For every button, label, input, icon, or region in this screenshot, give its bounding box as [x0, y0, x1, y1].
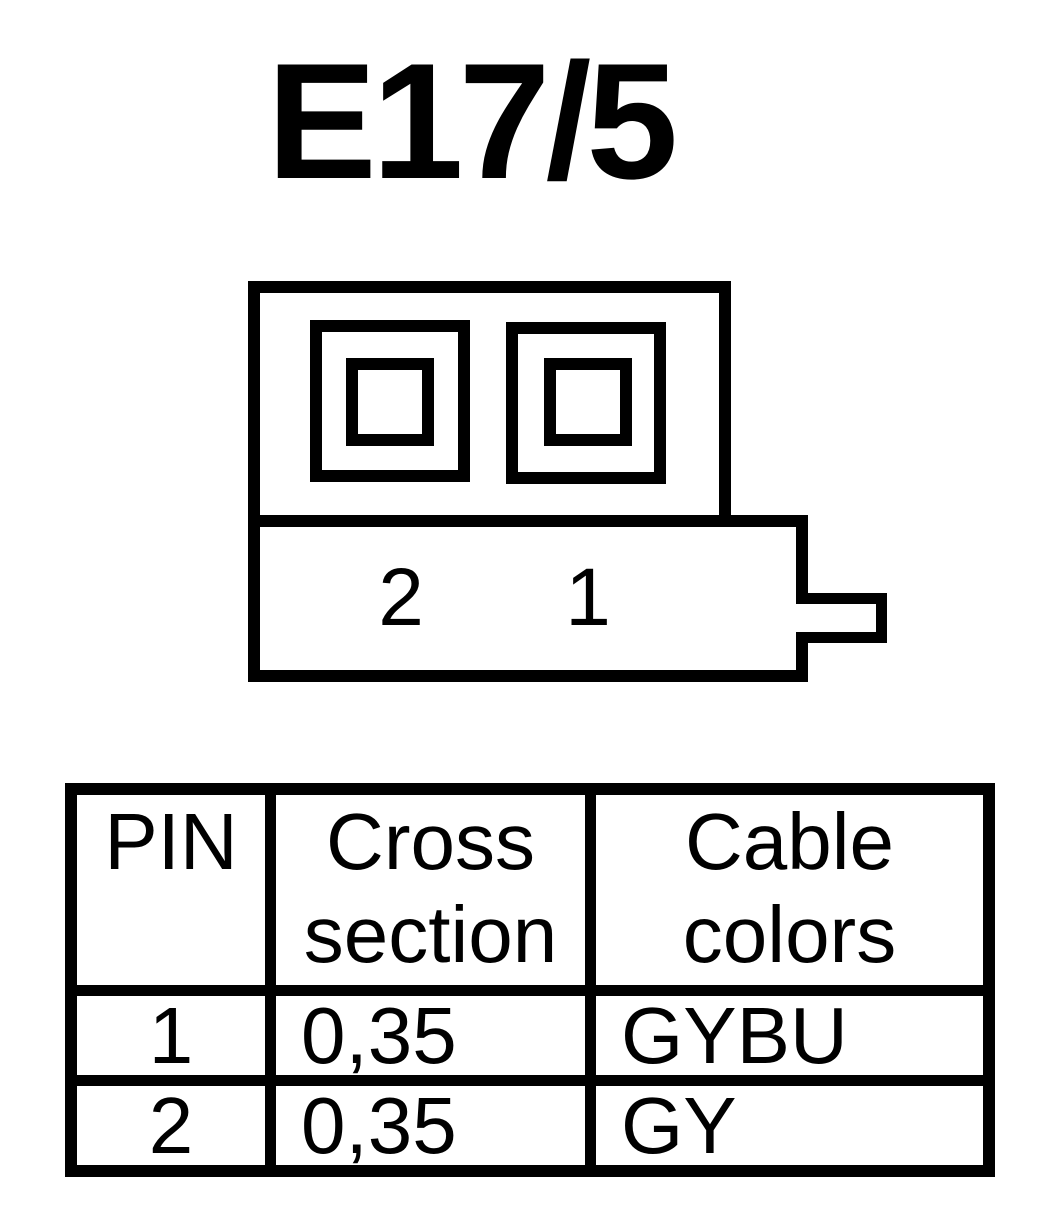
header-cell-cross-section: Cross section: [276, 795, 585, 985]
pinout-table: PIN Cross section Cable colors 1 0,35 GY…: [65, 783, 995, 1177]
row-2-pin-cell: 2: [77, 1086, 265, 1166]
pin-number-2-label: 2: [378, 552, 424, 643]
connector-latch-tab: [796, 593, 887, 643]
row-2-cable-colors-cell: GY: [596, 1086, 983, 1166]
row-1-pin-cell: 1: [77, 996, 265, 1076]
pin-cavity-1-outer: [506, 322, 666, 484]
row-1-cable-colors-cell: GYBU: [596, 996, 983, 1076]
row-2-cross-section-cell: 0,35: [276, 1086, 585, 1166]
page-title: E17/5: [266, 29, 678, 213]
row-1-cross-section-cell: 0,35: [276, 996, 585, 1076]
pin-cavity-1-inner: [544, 358, 632, 446]
header-cell-cable-colors: Cable colors: [596, 795, 983, 985]
pin-cavity-2-inner: [346, 358, 434, 446]
connector-lower-housing: [248, 515, 808, 682]
pin-number-1-label: 1: [565, 552, 611, 643]
header-cell-pin: PIN: [77, 795, 265, 985]
